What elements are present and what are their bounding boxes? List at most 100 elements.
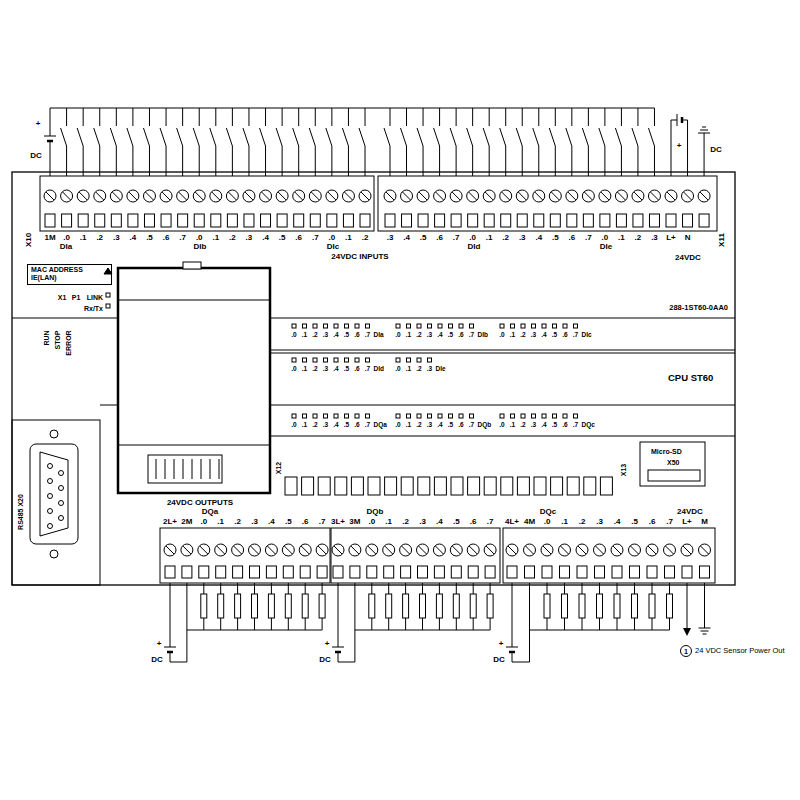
- terminal-opening: [600, 214, 610, 227]
- load-wire: [634, 583, 635, 594]
- switch-wire: [282, 146, 283, 176]
- screw-slot: [518, 192, 526, 200]
- led-label: .1: [302, 366, 307, 373]
- status-led: [324, 358, 328, 362]
- terminal-opening: [367, 566, 377, 578]
- switch-wire: [604, 108, 605, 126]
- switch-wire: [637, 108, 638, 126]
- screw-slot: [650, 192, 658, 200]
- terminal-opening: [78, 214, 88, 227]
- db9-pin: [48, 494, 53, 499]
- led-label: .3: [427, 366, 432, 373]
- terminal-opening: [700, 566, 710, 578]
- vent-slit: [156, 459, 157, 479]
- terminal-opening: [277, 214, 287, 227]
- screw-slot: [351, 546, 359, 554]
- status-led: [521, 414, 525, 418]
- switch-wire: [472, 146, 473, 176]
- vent-slit: [174, 459, 175, 479]
- screw-slot: [419, 192, 427, 200]
- led-label: .2: [312, 366, 317, 373]
- load-resistor: [369, 594, 375, 618]
- expansion-tab: [468, 477, 480, 495]
- group-label: DIe: [600, 243, 612, 251]
- vent-slit: [192, 459, 193, 479]
- expansion-tab: [551, 477, 563, 495]
- terminal-label: .6: [436, 234, 443, 242]
- switch-contact: [193, 128, 199, 146]
- status-led: [313, 358, 317, 362]
- terminal-label: .1: [618, 234, 625, 242]
- group-label: DQc: [582, 422, 595, 429]
- polarity-sign: +: [677, 142, 682, 150]
- switch-contact: [615, 128, 621, 146]
- terminal-label: .7: [585, 234, 592, 242]
- switch-contact: [401, 128, 407, 146]
- terminal-screw: [566, 190, 578, 202]
- terminal-opening: [244, 214, 254, 227]
- terminal-label: .7: [319, 518, 326, 526]
- terminal-label: .3: [387, 234, 394, 242]
- terminal-label: .3: [113, 234, 120, 242]
- load-wire: [271, 618, 272, 630]
- source-wire: [512, 662, 530, 663]
- status-led: [313, 414, 317, 418]
- led-label: .4: [333, 422, 338, 429]
- terminal-opening: [468, 566, 478, 578]
- status-led: [563, 414, 567, 418]
- db9-pin: [48, 524, 53, 529]
- led-label: .3: [427, 422, 432, 429]
- switch-wire: [406, 146, 407, 176]
- led-label: .5: [344, 332, 349, 339]
- terminal-label: M: [701, 518, 708, 526]
- status-led: [396, 358, 400, 362]
- terminal-opening: [468, 214, 478, 227]
- screw-slot: [596, 546, 604, 554]
- group-label: DIc: [327, 243, 339, 251]
- switch-wire: [282, 108, 283, 126]
- switch-wire: [248, 146, 249, 176]
- load-wire: [288, 618, 289, 630]
- terminal-label: .5: [420, 234, 427, 242]
- ground-symbol: [698, 133, 710, 134]
- terminal-screw: [450, 190, 462, 202]
- load-wire: [254, 583, 255, 594]
- screw-slot: [262, 192, 270, 200]
- led-label: .3: [323, 366, 328, 373]
- battery-plate: [44, 136, 56, 137]
- group-label: DIa: [374, 332, 384, 339]
- switch-wire: [439, 108, 440, 126]
- switch-contact: [210, 128, 216, 146]
- ethernet-module: [118, 268, 270, 493]
- switch-wire: [365, 146, 366, 176]
- switch-wire: [83, 108, 84, 126]
- terminal-screw: [541, 544, 553, 556]
- terminal-screw: [260, 190, 272, 202]
- screw-slot: [212, 192, 220, 200]
- terminal-opening: [560, 566, 570, 578]
- terminal-opening: [360, 214, 370, 227]
- load-wire: [582, 583, 583, 594]
- switch-wire: [215, 108, 216, 126]
- terminal-opening: [451, 214, 461, 227]
- connector-id: X13: [620, 464, 627, 476]
- screw-slot: [403, 192, 411, 200]
- terminal-screw: [198, 544, 210, 556]
- expansion-tab: [385, 477, 397, 495]
- load-resistor: [487, 594, 493, 618]
- screw-slot: [334, 546, 342, 554]
- terminal-screw: [629, 544, 641, 556]
- screw-slot: [295, 192, 303, 200]
- terminal-screw: [599, 190, 611, 202]
- load-wire: [388, 583, 389, 594]
- model-name: CPU ST60: [668, 373, 713, 383]
- load-wire: [547, 583, 548, 594]
- switch-wire: [116, 146, 117, 176]
- vent-slit: [210, 459, 211, 479]
- screw-slot: [228, 192, 236, 200]
- switch-wire: [555, 108, 556, 126]
- terminal-label: .3: [519, 234, 526, 242]
- battery-plate: [677, 114, 678, 126]
- slot-label: Micro-SD: [651, 448, 682, 455]
- status-led: [313, 324, 317, 328]
